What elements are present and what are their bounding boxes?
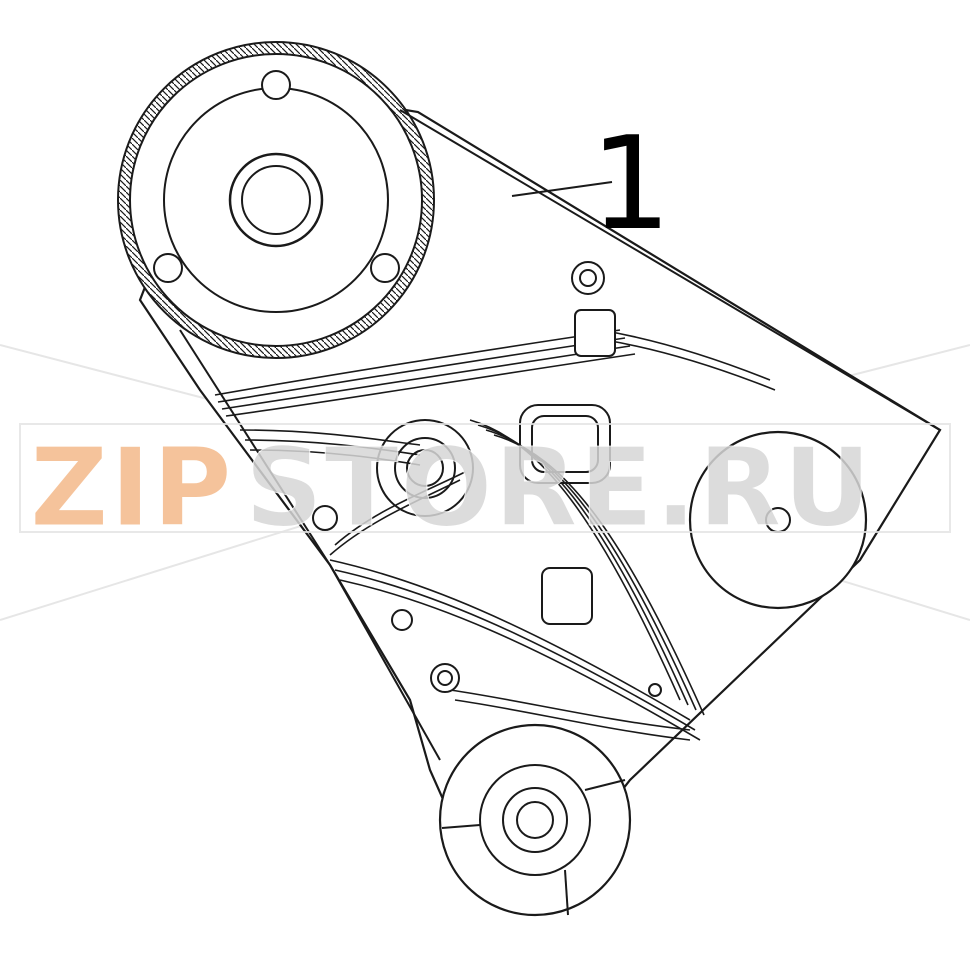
mounting-holes xyxy=(312,261,662,697)
callout-leader-line xyxy=(511,181,613,197)
watermark-zip: ZIP xyxy=(30,426,234,551)
watermark: ZIP STORE.RU xyxy=(19,423,951,552)
watermark-store: STORE.RU xyxy=(245,426,873,551)
cable-harness xyxy=(214,329,776,741)
right-disc xyxy=(688,430,868,610)
callout-1: 1 xyxy=(511,110,671,259)
bracket-edges xyxy=(179,109,941,761)
callout-number: 1 xyxy=(590,110,671,259)
bottom-pulley xyxy=(438,723,632,917)
large-gear xyxy=(117,41,435,359)
